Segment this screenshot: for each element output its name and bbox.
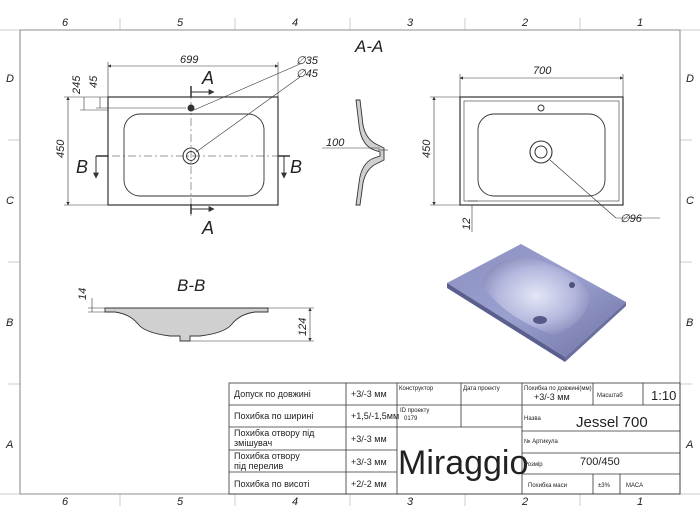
dim-depth-450-left: 450 — [55, 139, 67, 158]
length-tol-label: Похибка по довжині(мм) — [524, 386, 592, 392]
dim-thickness-14: 14 — [77, 288, 89, 300]
basin-render — [447, 244, 626, 362]
dims-bb — [88, 298, 314, 342]
dim-edge-12: 12 — [461, 218, 473, 230]
zone-columns-bottom: 6 5 4 3 2 1 — [62, 496, 643, 508]
tol-label-overflow-1: Похибка отвору — [234, 451, 300, 461]
cut-a-markers — [190, 86, 215, 214]
name-label: Назва — [524, 416, 541, 422]
scale-label: Масштаб — [597, 393, 623, 399]
zone-row-d: D — [6, 73, 14, 85]
scale-value: 1:10 — [651, 388, 676, 403]
dim-height-124: 124 — [297, 318, 309, 336]
article-label: № Артикула — [524, 438, 558, 445]
zone-row-b-right: B — [686, 317, 693, 329]
section-bb-title: B-B — [177, 276, 205, 295]
date-label: Дата проекту — [463, 386, 500, 392]
dim-dia-45: ∅45 — [296, 68, 319, 80]
zone-columns-top: 6 5 4 3 2 1 — [62, 17, 643, 29]
zone-col-4-bottom: 4 — [292, 496, 298, 508]
tol-label-mixer-hole-2: змішувач — [234, 438, 273, 448]
length-tol-value: +3/-3 мм — [534, 392, 570, 402]
dim-dia-35: ∅35 — [296, 55, 319, 67]
project-id-label: ID проекту — [400, 408, 429, 414]
cut-b-markers — [93, 155, 290, 179]
project-id-value: 0179 — [404, 416, 418, 422]
zone-row-c: C — [6, 195, 14, 207]
designer-label: Конструктор — [399, 386, 434, 392]
dim-width-699: 699 — [180, 54, 198, 66]
product-name: Jessel 700 — [576, 414, 648, 431]
tol-label-mixer-hole-1: Похибка отвору під — [234, 428, 315, 438]
tol-label-width: Похибка по ширині — [234, 411, 313, 421]
zone-row-c-right: C — [686, 195, 694, 207]
dims-left — [64, 62, 301, 206]
dims-right — [430, 74, 660, 232]
tolerance-table: Допуск по довжині +3/-3 мм Похибка по ши… — [234, 389, 399, 489]
zone-row-b: B — [6, 317, 13, 329]
tol-value-mixer-hole: +3/-3 мм — [351, 434, 387, 444]
title-block-fields: Конструктор Дата проекту ID проекту 0179… — [398, 386, 676, 489]
zone-col-2-bottom: 2 — [521, 496, 528, 508]
zone-rows: D C B A D C B A — [5, 73, 694, 451]
zone-row-a-right: A — [685, 439, 693, 451]
cut-b-label-left: B — [76, 157, 88, 177]
dim-offset-245: 245 — [71, 75, 83, 95]
dim-section-100: 100 — [326, 137, 345, 149]
tol-label-length: Допуск по довжині — [234, 389, 311, 399]
dim-offset-45: 45 — [88, 75, 100, 88]
zone-col-5-bottom: 5 — [177, 496, 184, 508]
zone-col-6-bottom: 6 — [62, 496, 69, 508]
mass-tol-label: Похибка маси — [528, 483, 567, 489]
tol-value-height: +2/-2 мм — [351, 479, 387, 489]
dim-dia-96: ∅96 — [620, 213, 643, 225]
tol-label-overflow-2: під перелив — [234, 461, 283, 471]
tol-value-overflow: +3/-3 мм — [351, 457, 387, 467]
mass-tol-value: ±3% — [598, 483, 611, 489]
zone-row-a: A — [5, 439, 13, 451]
cut-a-label-bottom: A — [201, 218, 214, 238]
zone-col-3-bottom: 3 — [407, 496, 414, 508]
brand-logo: Miraggio — [398, 444, 528, 482]
zone-col-1-bottom: 1 — [637, 496, 643, 508]
size-label: Розмір — [524, 462, 543, 468]
tol-value-length: +3/-3 мм — [351, 389, 387, 399]
zone-col-5: 5 — [177, 17, 184, 29]
zone-col-1: 1 — [637, 17, 643, 29]
zone-col-3: 3 — [407, 17, 414, 29]
top-view-left — [96, 86, 290, 216]
zone-col-2: 2 — [521, 17, 528, 29]
zone-row-d-right: D — [686, 73, 694, 85]
section-aa-title: A-A — [354, 37, 383, 56]
mass-label: МАСА — [626, 483, 643, 489]
cut-a-label-top: A — [201, 68, 214, 88]
cut-b-label-right: B — [290, 157, 302, 177]
tol-label-height: Похибка по висоті — [234, 479, 309, 489]
section-aa-profile — [355, 99, 388, 206]
top-view-right — [459, 96, 624, 206]
section-bb-profile — [104, 307, 269, 342]
title-block — [228, 382, 681, 495]
dim-depth-450-right: 450 — [421, 139, 433, 158]
zone-col-6: 6 — [62, 17, 69, 29]
dim-width-700: 700 — [533, 65, 552, 77]
size-value: 700/450 — [580, 456, 620, 468]
tol-value-width: +1,5/-1,5мм — [351, 411, 399, 421]
zone-col-4: 4 — [292, 17, 298, 29]
